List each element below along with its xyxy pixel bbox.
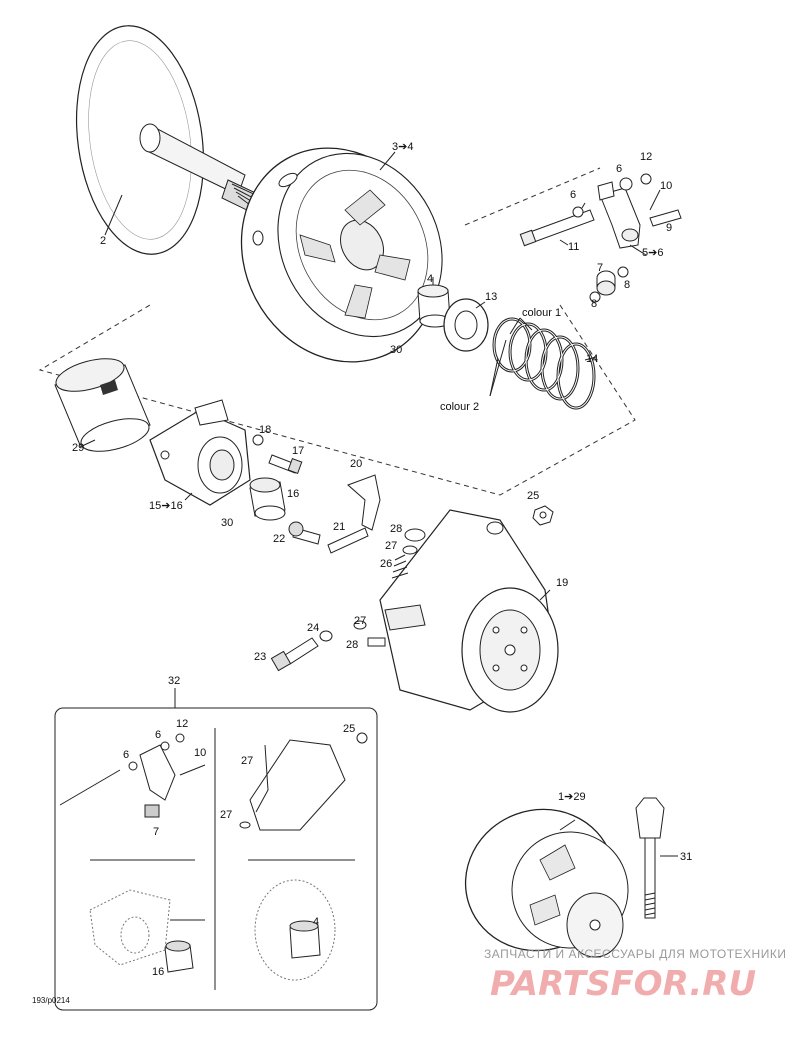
callout-2: 2 [100, 235, 106, 247]
callout-9: 9 [666, 222, 672, 234]
callout-14: 14 [586, 353, 598, 365]
callout-26: 26 [380, 558, 392, 570]
part-16-bushing [249, 477, 286, 521]
callout-labels: 2 3➔4 4 5➔6 6 6 7 8 8 9 10 11 12 13 14 c… [72, 141, 692, 863]
callout-19: 19 [556, 577, 568, 589]
part-7-8-roller [589, 266, 629, 303]
callout-28-lower: 28 [346, 639, 358, 651]
inset-spider-detail [89, 889, 205, 973]
callout-1-29: 1➔29 [558, 791, 586, 803]
callout-12: 12 [640, 151, 652, 163]
inset-sheave-detail [254, 879, 336, 981]
part-19-governor-cup [379, 509, 559, 713]
callout-4: 4 [427, 273, 433, 285]
assembly-guide-lines [38, 167, 636, 496]
part-13-washer [443, 298, 489, 352]
part-2-fixed-sheave [75, 25, 263, 255]
inset-callout-27-lower: 27 [220, 809, 232, 821]
inset-callout-labels: 6 6 12 10 7 25 27 27 16 4 [123, 718, 355, 978]
watermark-tagline: ЗАПЧАСТИ И АКСЕССУАРЫ ДЛЯ МОТОТЕХНИКИ [484, 947, 786, 961]
inset-callout-12: 12 [176, 718, 188, 730]
part-1-29-assembly [464, 808, 629, 958]
callout-8-left: 8 [591, 298, 597, 310]
inset-callout-6-left: 6 [123, 749, 129, 761]
callout-3-4: 3➔4 [392, 141, 413, 153]
part-26-28-spring-parts [353, 528, 426, 647]
callout-18: 18 [259, 424, 271, 436]
part-31-tool [635, 797, 678, 919]
callout-5-6: 5➔6 [642, 247, 663, 259]
callout-17: 17 [292, 445, 304, 457]
callout-13: 13 [485, 291, 497, 303]
callout-27-lower: 27 [354, 615, 366, 627]
part-17-18-screw-washer [252, 434, 303, 474]
callout-6-upper: 6 [616, 163, 622, 175]
inset-lever-detail [59, 733, 206, 818]
callout-30-lower: 30 [221, 517, 233, 529]
callout-29: 29 [72, 442, 84, 454]
inset-callout-4: 4 [313, 916, 319, 928]
part-3-4-movable-sheave [240, 147, 443, 363]
part-4-bushing [417, 277, 451, 328]
callout-7: 7 [597, 262, 603, 274]
part-20-21-lever-pin [327, 474, 381, 554]
callout-21: 21 [333, 521, 345, 533]
callout-11: 11 [568, 241, 579, 253]
part-15-16-spider [149, 399, 251, 506]
callout-28-upper: 28 [390, 523, 402, 535]
part-29-sleeve [54, 358, 151, 452]
part-22-screw [288, 521, 321, 545]
part-11-bolt [519, 202, 595, 247]
callout-27-upper: 27 [385, 540, 397, 552]
part-5-6-lever-assembly [597, 173, 682, 256]
inset-callout-10: 10 [194, 747, 206, 759]
callout-20: 20 [350, 458, 362, 470]
callout-25: 25 [527, 490, 539, 502]
part-25-nut [532, 505, 554, 526]
callout-8-right: 8 [624, 279, 630, 291]
callout-32: 32 [168, 675, 180, 687]
callout-16: 16 [287, 488, 299, 500]
inset-callout-6-right: 6 [155, 729, 161, 741]
callout-10: 10 [660, 180, 672, 192]
watermark: ЗАПЧАСТИ И АКСЕССУАРЫ ДЛЯ МОТОТЕХНИКИ PA… [484, 947, 786, 1004]
inset-callout-27-upper: 27 [241, 755, 253, 767]
inset-callout-16: 16 [152, 966, 164, 978]
part-14-spring [489, 317, 597, 410]
part-23-24-bolt-washer [270, 630, 333, 672]
inset-callout-7: 7 [153, 826, 159, 838]
inset-32-detail-box [54, 688, 378, 1011]
inset-callout-25: 25 [343, 723, 355, 735]
callout-30-upper: 30 [390, 344, 402, 356]
callout-colour-1: colour 1 [522, 307, 561, 319]
callout-15-16: 15➔16 [149, 500, 183, 512]
callout-colour-2: colour 2 [440, 401, 479, 413]
drawing-code: 193/p0214 [32, 996, 70, 1005]
callout-23: 23 [254, 651, 266, 663]
callout-22: 22 [273, 533, 285, 545]
callout-24: 24 [307, 622, 319, 634]
callout-31: 31 [680, 851, 692, 863]
callout-6-lower: 6 [570, 189, 576, 201]
watermark-logo: PARTSFOR.RU [490, 964, 756, 1004]
inset-cup-detail [239, 732, 368, 831]
